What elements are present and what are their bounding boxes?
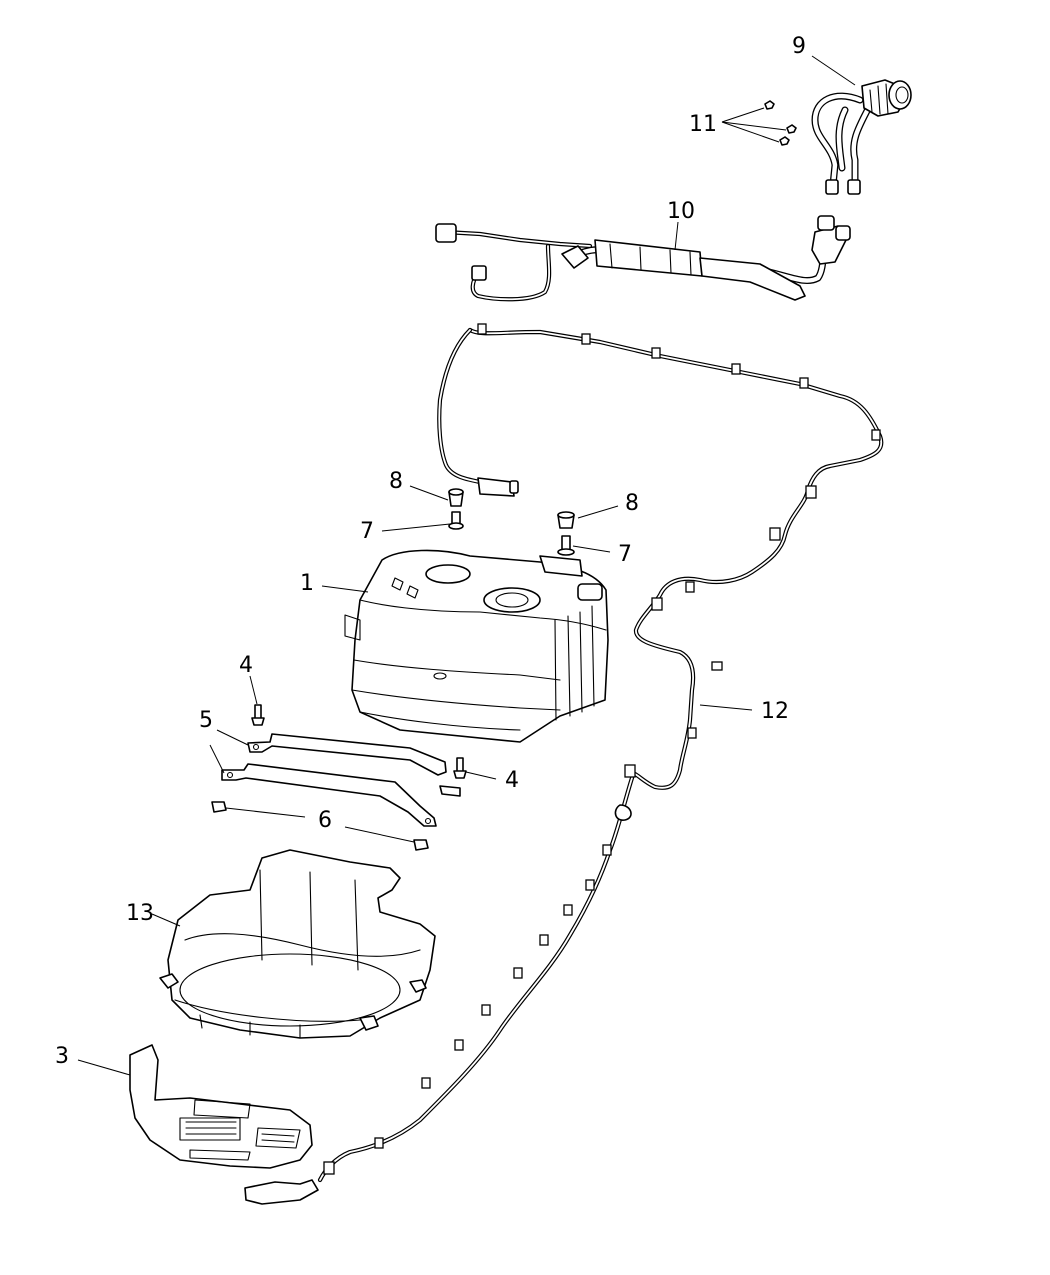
- callout-8-left: 8: [389, 469, 403, 494]
- part-6-nut-right: [413, 839, 429, 851]
- part-9-fuel-filler-neck: [811, 79, 912, 195]
- callout-9: 9: [792, 34, 806, 59]
- part-7-stud-right: [557, 535, 575, 556]
- callout-labels: 9 11 10 8 8 7 7 1 4 5 4 6 12 13 3: [55, 34, 806, 1069]
- part-11-screws: [764, 100, 797, 146]
- part-12-fuel-line-harness: [244, 323, 884, 1205]
- callout-4-lower: 4: [505, 768, 519, 793]
- callout-10: 10: [667, 199, 695, 224]
- part-8-nut-left: [448, 488, 464, 507]
- part-8-nut-right: [557, 511, 575, 529]
- part-13-fuel-tank-skid-plate: [159, 849, 436, 1039]
- leader-lines: [77, 55, 856, 1076]
- part-5-tank-strap-lower: [221, 763, 461, 827]
- callout-8-right: 8: [625, 491, 639, 516]
- part-3-heat-shield: [129, 1044, 313, 1169]
- callout-12: 12: [761, 699, 789, 724]
- callout-11: 11: [689, 112, 717, 137]
- callout-7-left: 7: [360, 519, 374, 544]
- callout-3: 3: [55, 1044, 69, 1069]
- part-6-nut-left: [211, 801, 227, 813]
- callout-1: 1: [300, 571, 314, 596]
- part-10-fuel-filler-hose: [435, 215, 851, 302]
- callout-13: 13: [126, 901, 154, 926]
- part-1-fuel-tank: [344, 549, 609, 743]
- callout-5: 5: [199, 708, 213, 733]
- callout-6: 6: [318, 808, 332, 833]
- callout-4-upper: 4: [239, 653, 253, 678]
- part-4-bolt-lower: [453, 757, 467, 779]
- callout-7-right: 7: [618, 542, 632, 567]
- part-4-bolt-upper: [251, 704, 265, 726]
- part-5-tank-strap-upper: [247, 733, 447, 776]
- part-7-stud-left: [448, 511, 464, 530]
